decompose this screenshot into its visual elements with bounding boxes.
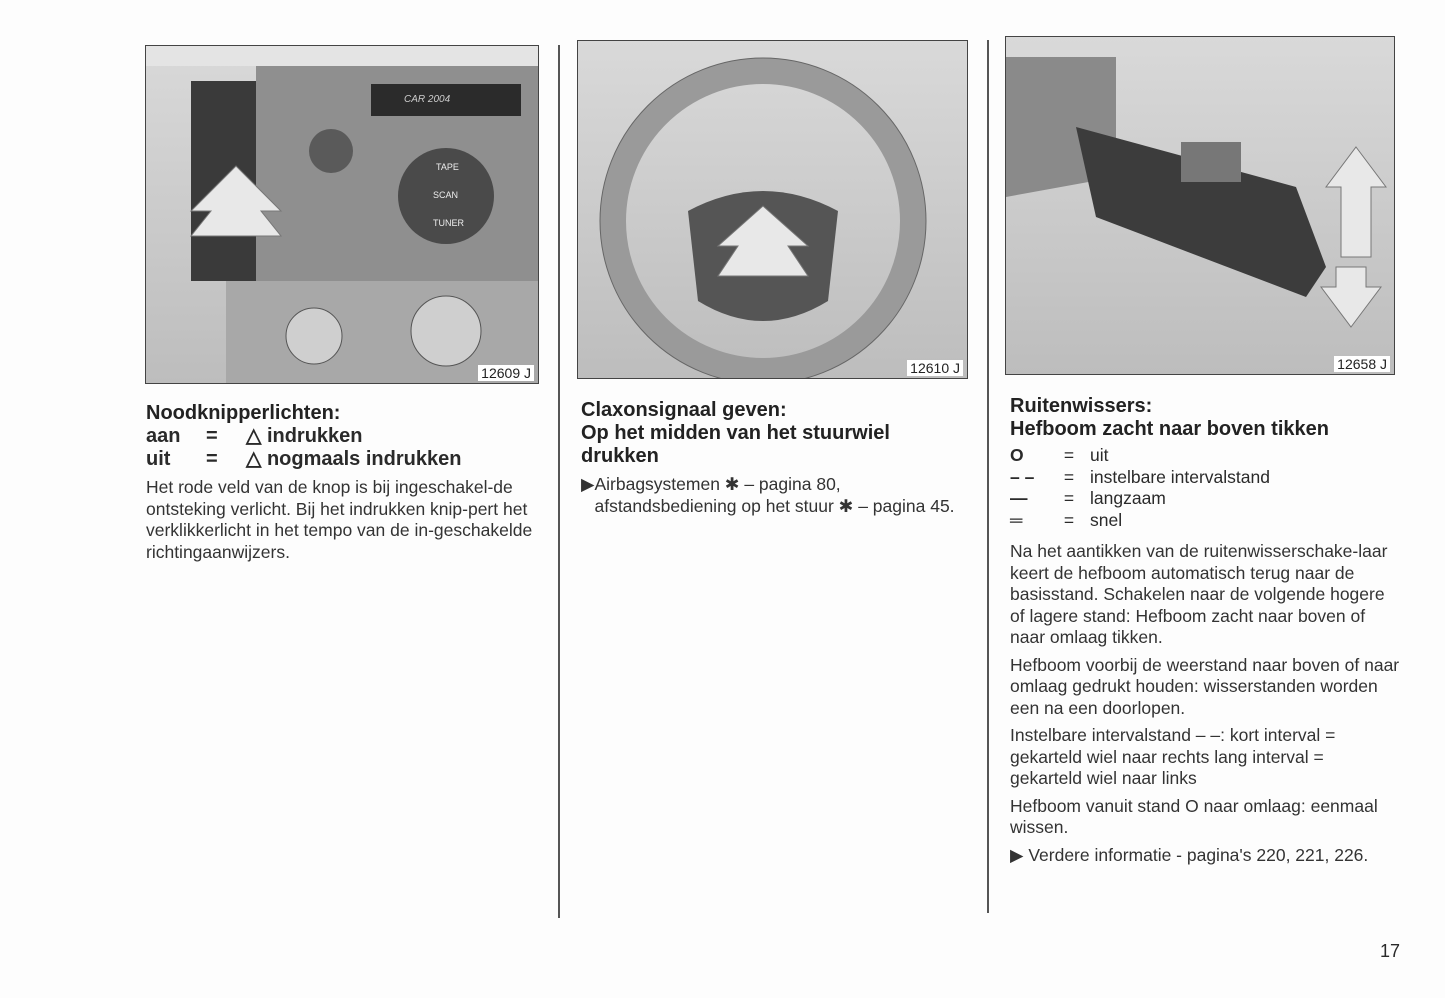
reference-note: ▶ Verdere informatie - pagina's 220, 221…	[1010, 844, 1369, 865]
legend-label: uit	[1090, 445, 1109, 465]
body-text: Het rode veld van de knop is bij ingesch…	[146, 477, 533, 562]
wiper-section: Ruitenwissers: Hefboom zacht naar boven …	[1010, 395, 1400, 866]
legend-row: — = langzaam	[1010, 488, 1400, 510]
legend-label: instelbare intervalstand	[1090, 466, 1270, 487]
figure-number: 12610 J	[907, 360, 963, 376]
reference-note: ▶Airbagsystemen ✱ – pagina 80, afstandsb…	[581, 474, 971, 517]
radio-scan: SCAN	[433, 190, 459, 200]
row-value: nogmaals indrukken	[266, 448, 462, 470]
legend-eq: =	[1063, 488, 1075, 508]
hazard-on-row: aan = △ indrukken	[146, 425, 546, 448]
hazard-icon: △	[246, 425, 267, 447]
section-title: Noodknipperlichten:	[146, 402, 341, 424]
steering-wheel-illustration	[599, 57, 927, 378]
hazard-section: Noodknipperlichten: aan = △ indrukken uit =…	[146, 402, 546, 563]
body-text: Hefboom vanuit stand O naar omlaag: eenm…	[1010, 795, 1378, 838]
section-subtitle: Op het midden van het stuurwiel drukken	[581, 422, 890, 467]
figure-hazard-switch: CAR 2004 TAPE SCAN TUNER 12609 J	[145, 45, 539, 384]
legend-eq: =	[1063, 466, 1075, 487]
section-title: Claxonsignaal geven:	[581, 399, 787, 421]
legend-symbol: O	[1010, 445, 1024, 465]
reference-text: Airbagsystemen ✱ – pagina 80, afstandsbe…	[594, 474, 955, 516]
arrow-icon: ▶	[581, 474, 595, 494]
legend-eq: =	[1063, 509, 1075, 530]
column-divider	[558, 45, 560, 918]
legend-row: O = uit	[1010, 445, 1400, 467]
horn-section: Claxonsignaal geven: Op het midden van h…	[581, 399, 971, 517]
body-text: Na het aantikken van de ruitenwisserscha…	[1010, 541, 1388, 647]
legend-row: – – = instelbare intervalstand	[1010, 467, 1400, 489]
legend-eq: =	[1063, 445, 1075, 465]
figure-steering-wheel: 12610 J	[577, 40, 968, 379]
column-divider	[987, 40, 989, 913]
radio-tuner: TUNER	[433, 218, 464, 228]
row-eq: =	[206, 448, 218, 470]
wiper-legend: O = uit – – = instelbare intervalstand — = lan…	[1010, 445, 1400, 531]
legend-symbol: —	[1010, 488, 1028, 508]
figure-wiper-lever: 12658 J	[1005, 36, 1395, 375]
section-title: Ruitenwissers:	[1010, 395, 1153, 417]
row-key: uit	[146, 448, 171, 470]
body-text: Hefboom voorbij de weerstand naar boven …	[1010, 654, 1400, 718]
body-text: Instelbare intervalstand – –: kort inter…	[1010, 725, 1336, 788]
radio-display: CAR 2004	[404, 94, 451, 105]
wiper-lever-illustration	[1006, 57, 1387, 328]
row-key: aan	[146, 425, 181, 447]
row-eq: =	[206, 425, 218, 447]
section-subtitle: Hefboom zacht naar boven tikken	[1010, 418, 1329, 440]
hazard-icon: △	[246, 448, 267, 470]
legend-label: snel	[1090, 509, 1123, 530]
legend-row: ═ = snel	[1010, 510, 1400, 532]
row-value: indrukken	[266, 425, 363, 447]
hazard-off-row: uit = △ nogmaals indrukken	[146, 448, 546, 471]
figure-number: 12609 J	[478, 365, 534, 381]
figure-number: 12658 J	[1334, 356, 1390, 372]
dashboard-illustration	[146, 46, 538, 383]
radio-tape: TAPE	[436, 162, 459, 172]
page-number: 17	[1379, 941, 1400, 961]
legend-label: langzaam	[1090, 488, 1166, 508]
legend-symbol: ═	[1010, 509, 1023, 530]
legend-symbol: – –	[1010, 466, 1035, 487]
